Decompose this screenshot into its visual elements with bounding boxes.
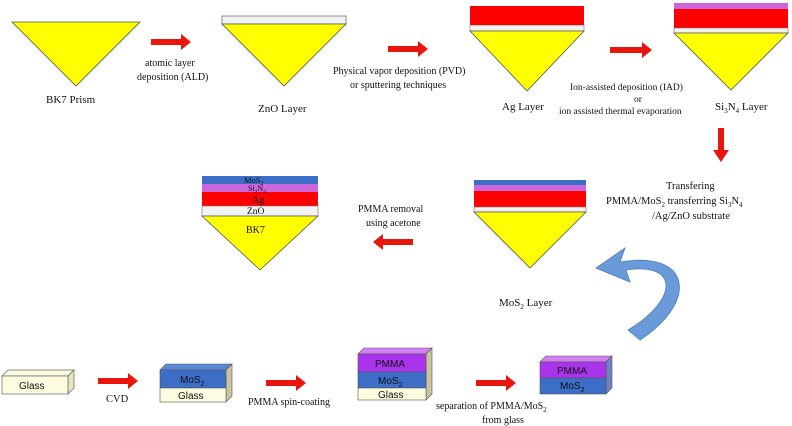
step-pvd-line2: or sputtering techniques — [350, 80, 446, 91]
bk7-prism — [11, 21, 141, 87]
si3n4-layer-zno-strip — [673, 27, 789, 34]
curved-arrow — [595, 246, 680, 341]
mos2-stack-prism — [473, 211, 587, 269]
mos2-on-glass — [159, 363, 233, 403]
glass-label-2: Glass — [178, 391, 204, 402]
final-mos2-strip — [202, 176, 318, 184]
arrow-iad — [610, 42, 652, 58]
separation-line1: separation of PMMA/MoS2 — [436, 401, 547, 414]
cvd-label: CVD — [106, 394, 129, 405]
arrow-pmma-removal — [373, 234, 413, 250]
pmma-mos2-glass-stack — [357, 347, 433, 401]
final-zno-label: ZnO — [247, 207, 265, 217]
step-iad-line1: Ion-assisted deposition (IAD) — [570, 82, 683, 93]
arrow-cvd — [98, 373, 138, 389]
ag-layer-ag-strip — [470, 6, 584, 25]
step-ald-line2: deposition (ALD) — [137, 72, 208, 83]
ag-prism — [469, 30, 585, 92]
mos2-label-1: MoS2 — [180, 375, 205, 388]
final-ag-label: Ag — [252, 195, 264, 206]
final-si3n4-strip — [202, 184, 318, 192]
pmma-label-1: PMMA — [375, 359, 405, 370]
glass-label-3: Glass — [378, 390, 404, 401]
separation-line2: from glass — [482, 415, 524, 426]
ag-layer-label: Ag Layer — [502, 101, 544, 113]
step-pvd-line1: Physical vapor deposition (PVD) — [333, 66, 466, 77]
bk7-prism-label: BK7 Prism — [46, 94, 96, 106]
spin-coating-label: PMMA spin-coating — [248, 397, 330, 408]
transfer-line2: PMMA/MoS2 transferring Si3N4 — [606, 196, 743, 209]
glass-label-1: Glass — [19, 381, 45, 392]
arrow-ald — [151, 34, 191, 50]
ag-layer-zno-strip — [469, 24, 585, 32]
arrow-spin-coating — [266, 375, 306, 391]
final-bk7-label: BK7 — [246, 225, 265, 236]
si3n4-layer-ag-strip — [674, 9, 788, 28]
mos2-label-3: MoS2 — [560, 381, 585, 394]
final-si3n4-label: Si3N4 — [248, 184, 266, 195]
mos2-stack-zno — [473, 206, 587, 213]
pmma-label-2: PMMA — [557, 366, 587, 377]
step-iad-line2: or — [634, 95, 643, 105]
si3n4-layer-label: Si3N4 Layer — [715, 101, 768, 115]
arrow-separation — [476, 375, 516, 391]
mos2-stack-ag — [474, 191, 586, 207]
arrow-down-transfer — [713, 128, 729, 162]
transfer-line1: Transfering — [666, 181, 715, 192]
pmma-mos2-film — [539, 355, 613, 395]
final-mos2-label: MoS2 — [244, 175, 264, 187]
mos2-stack-blue — [474, 180, 586, 185]
mos2-stack-purple — [474, 185, 586, 191]
removal-line1: PMMA removal — [358, 204, 424, 215]
mos2-label-2: MoS2 — [378, 376, 403, 389]
removal-line2: using acetone — [366, 218, 421, 229]
zno-prism — [221, 23, 347, 87]
si3n4-layer-purple-strip — [674, 3, 788, 9]
zno-layer-label: ZnO Layer — [258, 103, 307, 115]
mos2-layer-label: MoS2 Layer — [499, 297, 553, 311]
glass-slab-1 — [1, 369, 75, 395]
transfer-line3: /Ag/ZnO substrate — [652, 211, 730, 222]
step-ald-line1: atomic layer — [145, 58, 195, 69]
zno-layer-strip — [221, 15, 347, 25]
si3n4-prism — [673, 32, 789, 91]
arrow-pvd — [388, 41, 428, 57]
final-bk7-prism — [200, 215, 320, 271]
step-iad-line3: ion assisted thermal evaporation — [559, 107, 682, 117]
final-ag-strip — [202, 192, 318, 206]
